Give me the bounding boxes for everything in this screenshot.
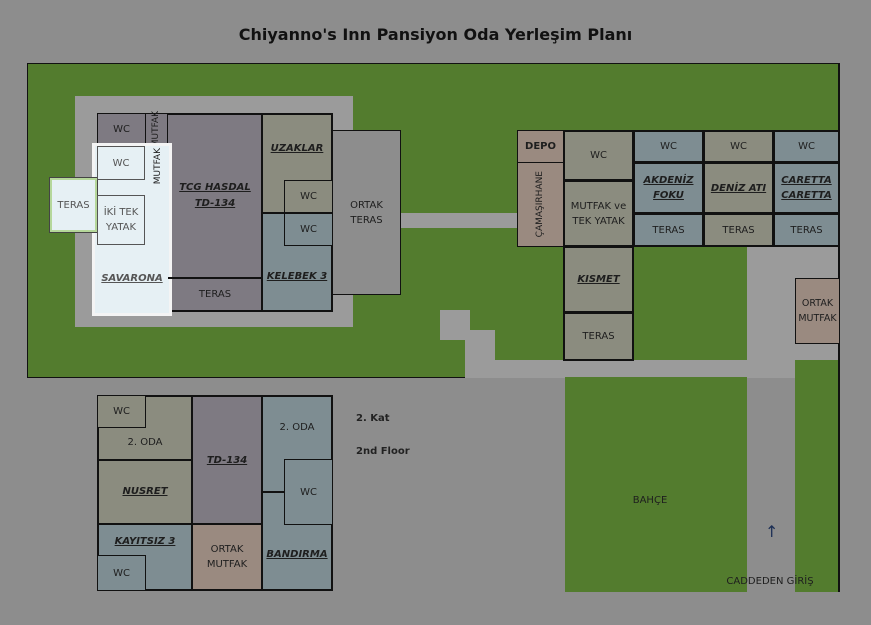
- ortak-teras: ORTAK TERAS: [332, 130, 401, 295]
- ortak-mutfak: ORTAK MUTFAK: [795, 278, 840, 344]
- savarona-bed: İKİ TEK YATAK: [97, 195, 145, 245]
- path-connector: [400, 213, 518, 228]
- savarona-teras: TERAS: [49, 177, 98, 233]
- arrow-up-icon: ↑: [765, 522, 779, 541]
- ortak-mutfak-2: ORTAK MUTFAK: [191, 523, 263, 591]
- camasirhane: ÇAMAŞIRHANE: [517, 162, 564, 247]
- caretta-wc: WC: [773, 130, 840, 163]
- deniz-ati-room[interactable]: DENİZ ATI: [703, 162, 774, 214]
- plan-title: Chiyanno's Inn Pansiyon Oda Yerleşim Pla…: [238, 25, 633, 44]
- garden-right: [795, 360, 840, 592]
- teras-divider: [168, 277, 262, 279]
- garden-bahce: [565, 377, 747, 592]
- savarona-mutfak-upper: MUTFAK: [145, 111, 168, 148]
- entrance-label: CADDEDEN GİRİŞ: [726, 576, 814, 587]
- path-main: [495, 360, 840, 378]
- floor-label-en: 2nd Floor: [356, 446, 410, 457]
- akdeniz-room[interactable]: AKDENİZ FOKU: [633, 162, 704, 214]
- td134-room[interactable]: TD-134: [191, 395, 263, 525]
- nusret-oda2: 2. ODA: [127, 437, 163, 448]
- akdeniz-wc: WC: [633, 130, 704, 163]
- kismet-teras: TERAS: [563, 312, 634, 361]
- depo: DEPO: [517, 130, 564, 163]
- nusret-wc: WC: [97, 395, 146, 428]
- akdeniz-teras: TERAS: [633, 213, 704, 247]
- deniz-ati-wc: WC: [703, 130, 774, 163]
- nusret-divider: [98, 459, 192, 461]
- bahce-label: BAHÇE: [632, 495, 668, 506]
- bandirma-oda2: 2. ODA: [279, 422, 315, 433]
- bandirma-wc: WC: [284, 459, 332, 525]
- caretta-room[interactable]: CARETTA CARETTA: [773, 162, 840, 214]
- tcg-hasdal-teras: TERAS: [198, 289, 232, 300]
- kismet-room[interactable]: KISMET: [563, 246, 634, 313]
- savarona-wc-upper: WC: [97, 113, 146, 146]
- floor-label-tr: 2. Kat: [356, 413, 390, 424]
- path-diag2: [465, 330, 495, 378]
- savarona-wc: WC: [97, 146, 145, 180]
- tcg-hasdal-name-2: TD-134: [194, 198, 236, 209]
- kelebek-wc: WC: [284, 213, 332, 246]
- savarona-name[interactable]: SAVARONA: [101, 273, 163, 284]
- tcg-hasdal-name[interactable]: TCG HASDAL: [179, 182, 251, 193]
- kismet-mutfak: MUTFAK ve TEK YATAK: [563, 180, 634, 247]
- uzaklar-wc: WC: [284, 180, 332, 213]
- caretta-teras: TERAS: [773, 213, 840, 247]
- bandirma-divider: [262, 491, 284, 493]
- deniz-ati-teras: TERAS: [703, 213, 774, 247]
- savarona-mutfak: MUTFAK: [152, 148, 163, 185]
- kismet-wc: WC: [563, 130, 634, 181]
- kayitsiz-wc: WC: [97, 555, 146, 591]
